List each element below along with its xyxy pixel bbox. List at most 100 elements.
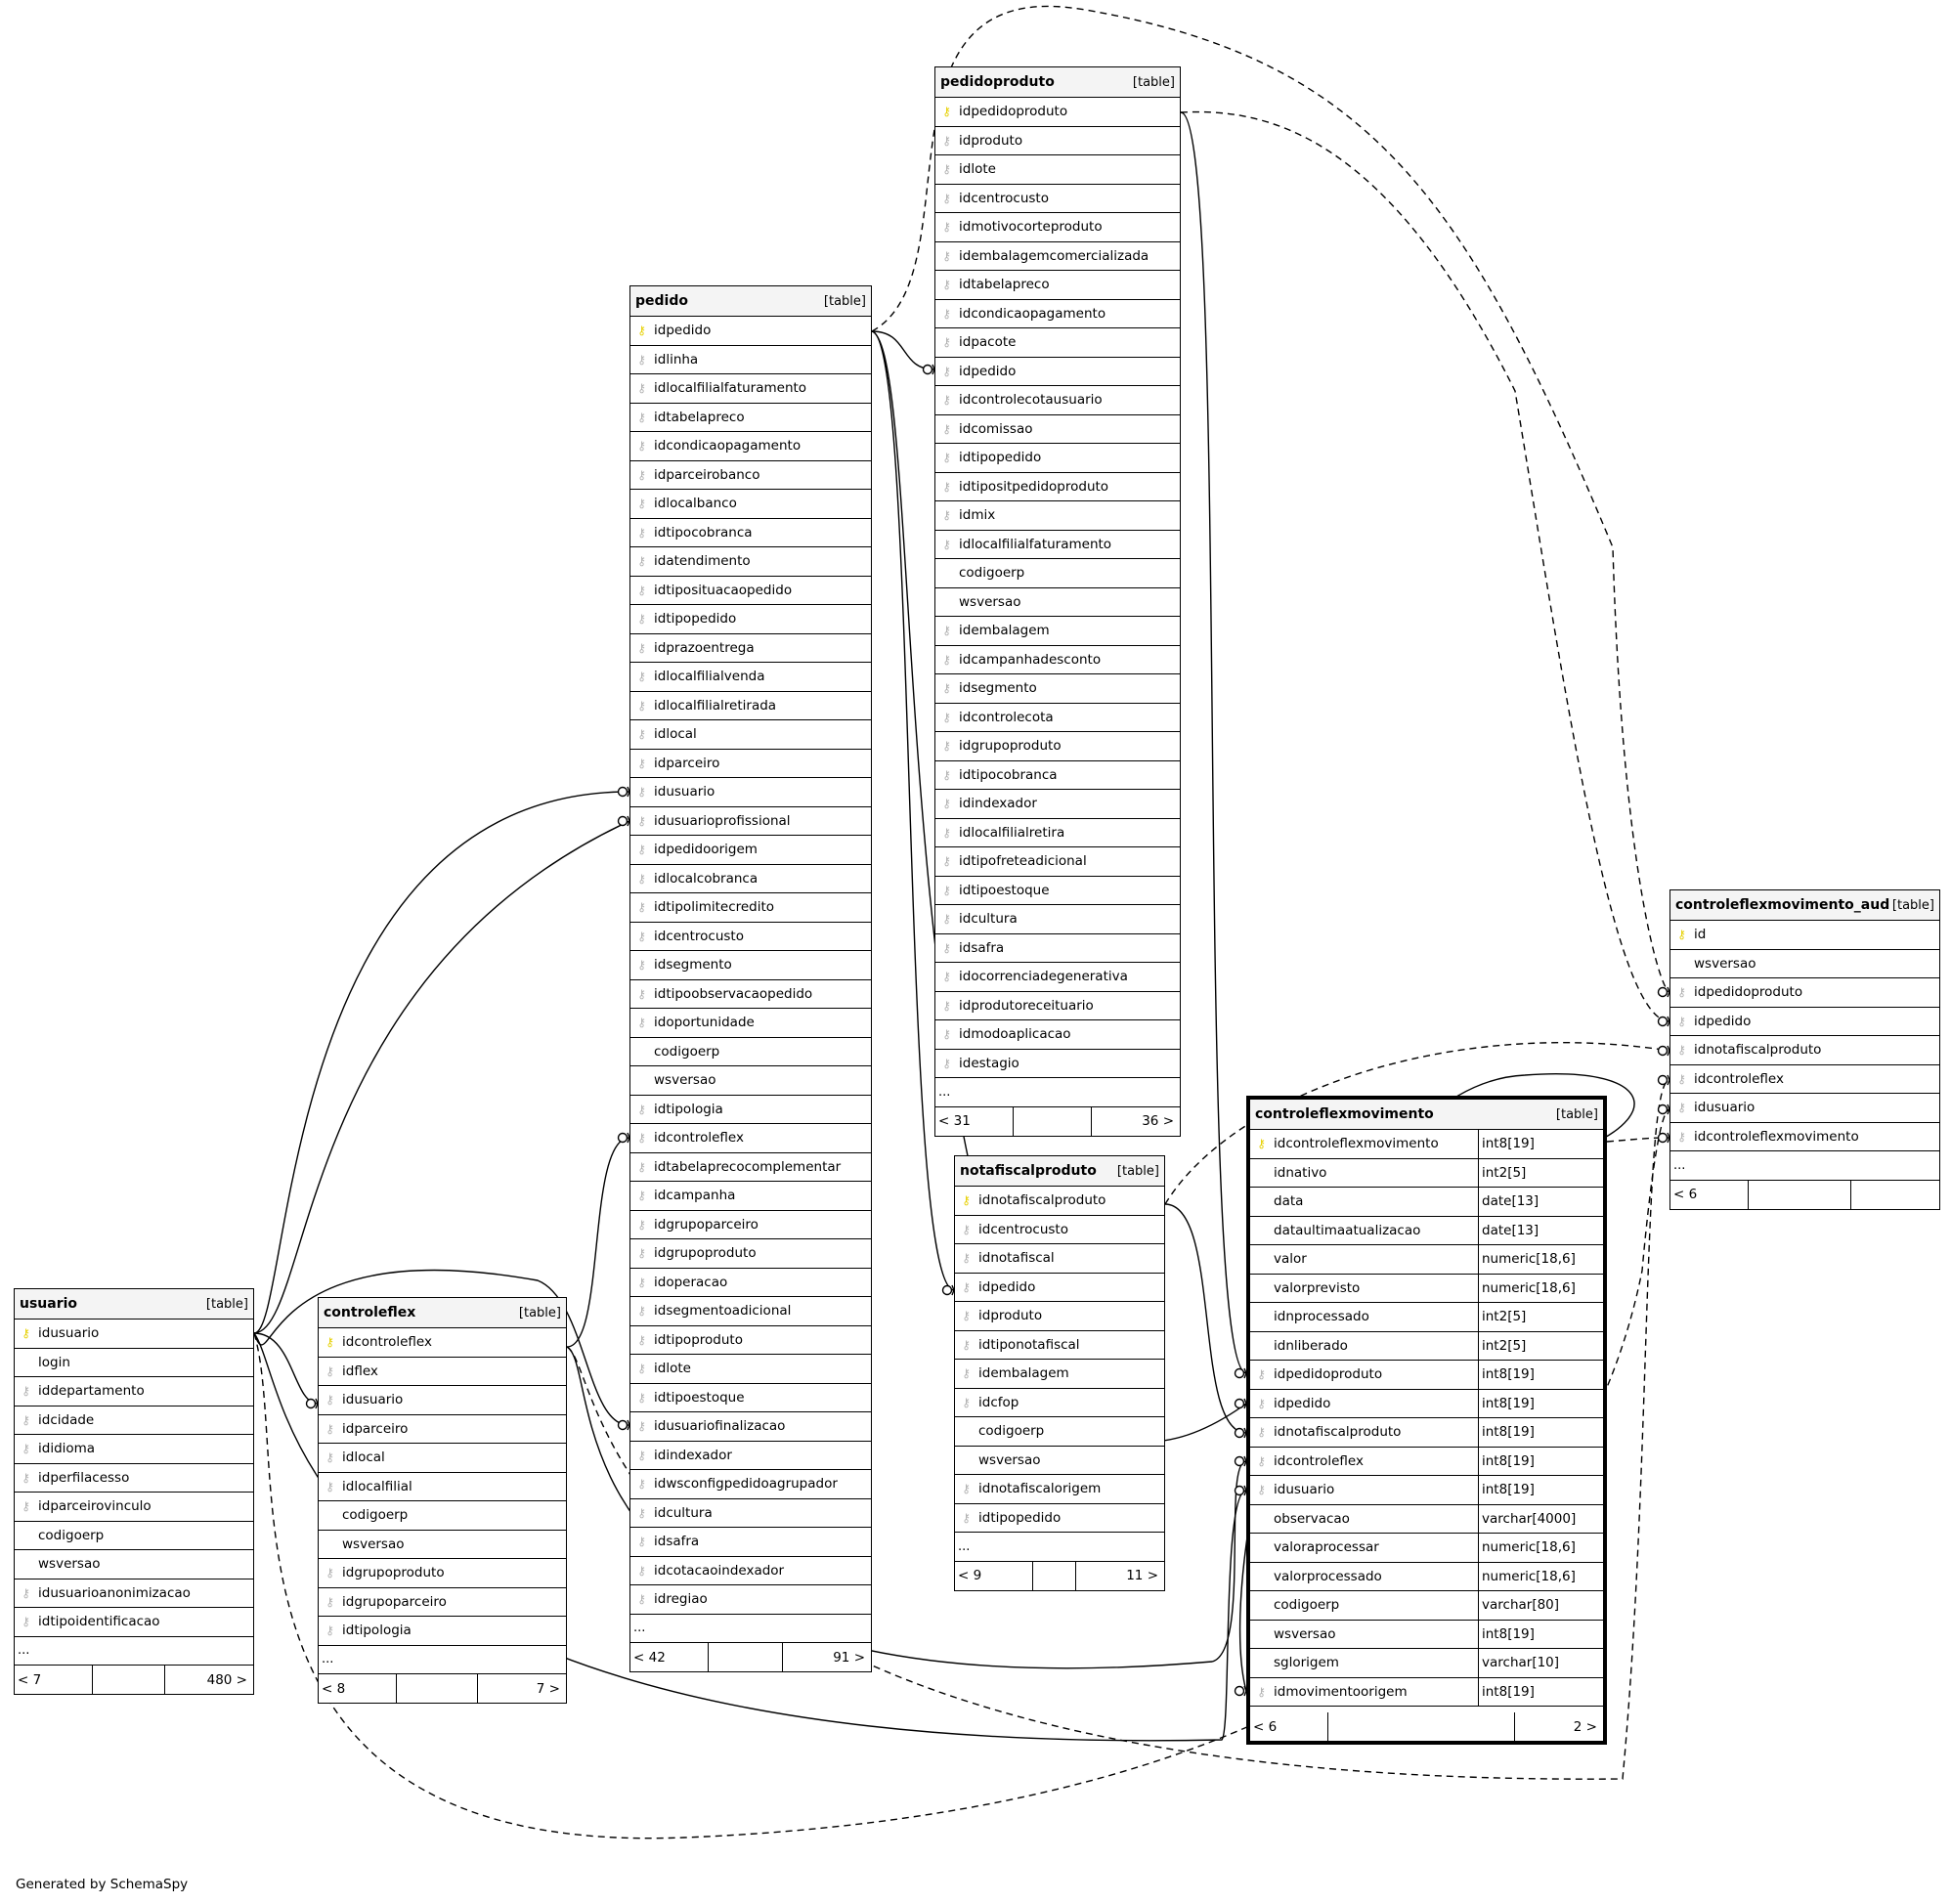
column-row[interactable]: ⚷idgrupoproduto [319,1559,566,1588]
parents-count[interactable]: < 6 [1670,1180,1749,1209]
table-header[interactable]: controleflexmovimento_aud[table] [1670,890,1939,921]
column-row[interactable]: ⚷idtipofreteadicional [935,847,1180,877]
column-row[interactable]: ⚷idembalagem [955,1360,1164,1389]
column-row[interactable]: ⚷idusuario [15,1320,253,1349]
column-row[interactable]: ⚷idtipopedido [955,1504,1164,1533]
children-count[interactable]: 2 > [1573,1718,1597,1735]
column-row[interactable]: ⚷idcultura [935,905,1180,934]
column-row[interactable]: wsversao [319,1531,566,1559]
column-row[interactable]: ⚷idtipopedido [935,444,1180,473]
column-row[interactable]: ⚷idtabelaprecocomplementar [630,1153,871,1182]
column-row[interactable]: ⚷idparceiro [630,750,871,778]
parents-count[interactable]: < 42 [630,1643,709,1671]
table-header[interactable]: controleflexmovimento[table] [1250,1100,1603,1130]
column-row[interactable]: ⚷idtiponotafiscal [955,1331,1164,1360]
column-row[interactable]: ⚷idparceirobanco [630,461,871,490]
column-row[interactable]: ⚷idpedidoorigem [630,836,871,865]
column-row[interactable]: ⚷idnotafiscalproduto [955,1187,1164,1216]
column-row[interactable]: ⚷idcampanha [630,1182,871,1211]
column-row[interactable]: ⚷idlocalfilial [319,1473,566,1501]
column-row[interactable]: ⚷idgrupoparceiro [630,1211,871,1239]
column-row[interactable]: ⚷idcontroleflex [1670,1065,1939,1094]
children-count[interactable]: 11 > [1126,1568,1158,1583]
column-row[interactable]: ⚷idlocalfilialvenda [630,663,871,692]
column-row[interactable]: ⚷idtipologia [630,1096,871,1124]
column-row[interactable]: ⚷idcontrolecota [935,704,1180,732]
column-row[interactable]: ⚷idcomissao [935,415,1180,444]
column-row[interactable]: ⚷idlocalfilialretirada [630,692,871,720]
column-row[interactable]: ⚷idparceiro [319,1415,566,1444]
column-row[interactable]: ⚷idlocalfilialfaturamento [935,531,1180,559]
column-row[interactable]: ⚷idmotivocorteproduto [935,213,1180,242]
column-row[interactable]: ⚷idnotafiscalproduto [1670,1036,1939,1065]
column-row[interactable]: ⚷ididioma [15,1435,253,1464]
column-row[interactable]: ⚷idusuario [630,778,871,807]
column-row[interactable]: ⚷idpedido [955,1274,1164,1302]
column-row[interactable]: ⚷idtiposituacaopedido [630,577,871,605]
column-row[interactable]: ⚷idindexador [630,1442,871,1470]
table-controleflex[interactable]: controleflex[table]⚷idcontroleflex⚷idfle… [318,1297,567,1704]
children-count[interactable] [1851,1181,1939,1209]
column-row[interactable]: ⚷idlocal [319,1444,566,1473]
children-count[interactable]: 91 > [833,1649,865,1666]
column-row[interactable]: ⚷idembalagem [935,617,1180,646]
parents-count[interactable]: < 9 [955,1561,1033,1590]
column-row[interactable]: ⚷idprazoentrega [630,634,871,663]
column-row[interactable]: ⚷idgrupoproduto [935,732,1180,761]
column-row[interactable]: ⚷idlinha [630,346,871,374]
children-count[interactable]: 36 > [1142,1113,1174,1129]
column-row[interactable]: ⚷idcentrocusto [935,185,1180,213]
column-row[interactable]: ⚷idtipoidentificacao [15,1608,253,1637]
column-row[interactable]: ⚷idlocalcobranca [630,865,871,893]
column-row[interactable]: ⚷idnotafiscal [955,1244,1164,1274]
column-row[interactable]: ⚷idatendimento [630,547,871,577]
table-header[interactable]: pedidoproduto[table] [935,67,1180,98]
column-row[interactable]: ⚷idcondicaopagamento [630,432,871,461]
column-row[interactable]: codigoerp [935,559,1180,588]
column-row[interactable]: ⚷idcentrocusto [630,923,871,951]
column-row[interactable]: ⚷idusuariofinalizacao [630,1412,871,1442]
table-notafiscalproduto[interactable]: notafiscalproduto[table]⚷idnotafiscalpro… [954,1155,1165,1591]
column-row[interactable]: wsversao [935,588,1180,617]
column-row[interactable]: ⚷idpedido [1670,1008,1939,1036]
column-row[interactable]: ⚷idusuario [319,1386,566,1415]
column-row[interactable]: ⚷idnotafiscalorigem [955,1475,1164,1504]
column-row[interactable]: ⚷idprodutoreceituario [935,992,1180,1020]
column-row[interactable]: ⚷idsafra [935,934,1180,963]
children-count[interactable]: 480 > [206,1671,247,1688]
column-row[interactable]: ⚷idoportunidade [630,1009,871,1038]
table-pedido[interactable]: pedido[table]⚷idpedido⚷idlinha⚷idlocalfi… [629,285,872,1672]
column-row[interactable]: ⚷idestagio [935,1050,1180,1078]
column-row[interactable]: ⚷idcentrocusto [955,1216,1164,1244]
table-header[interactable]: controleflex[table] [319,1298,566,1328]
column-row[interactable]: ⚷idlote [630,1355,871,1384]
column-row[interactable]: ⚷idpedidoproduto [935,98,1180,127]
column-row[interactable]: ⚷idusuario [1670,1094,1939,1123]
column-row[interactable]: ⚷idproduto [955,1302,1164,1331]
column-row[interactable]: ⚷idoperacao [630,1269,871,1297]
column-row[interactable]: ⚷idocorrenciadegenerativa [935,963,1180,992]
column-row[interactable]: wsversao [15,1550,253,1579]
column-row[interactable]: wsversao [955,1447,1164,1475]
column-row[interactable]: ⚷id [1670,921,1939,950]
column-row[interactable]: ⚷idpedido [630,317,871,346]
column-row[interactable]: ⚷idembalagemcomercializada [935,242,1180,271]
table-header[interactable]: usuario[table] [15,1289,253,1320]
column-row[interactable]: ⚷idcontrolecotausuario [935,386,1180,415]
column-row[interactable]: ⚷idcondicaopagamento [935,300,1180,328]
column-row[interactable]: ⚷idtabelapreco [935,271,1180,300]
table-controleflexmovimento[interactable]: controleflexmovimento[table] ⚷idcontrolef… [1246,1096,1607,1745]
column-row[interactable]: ⚷idlocalfilialretira [935,819,1180,847]
column-row[interactable]: ⚷idlocalbanco [630,490,871,519]
